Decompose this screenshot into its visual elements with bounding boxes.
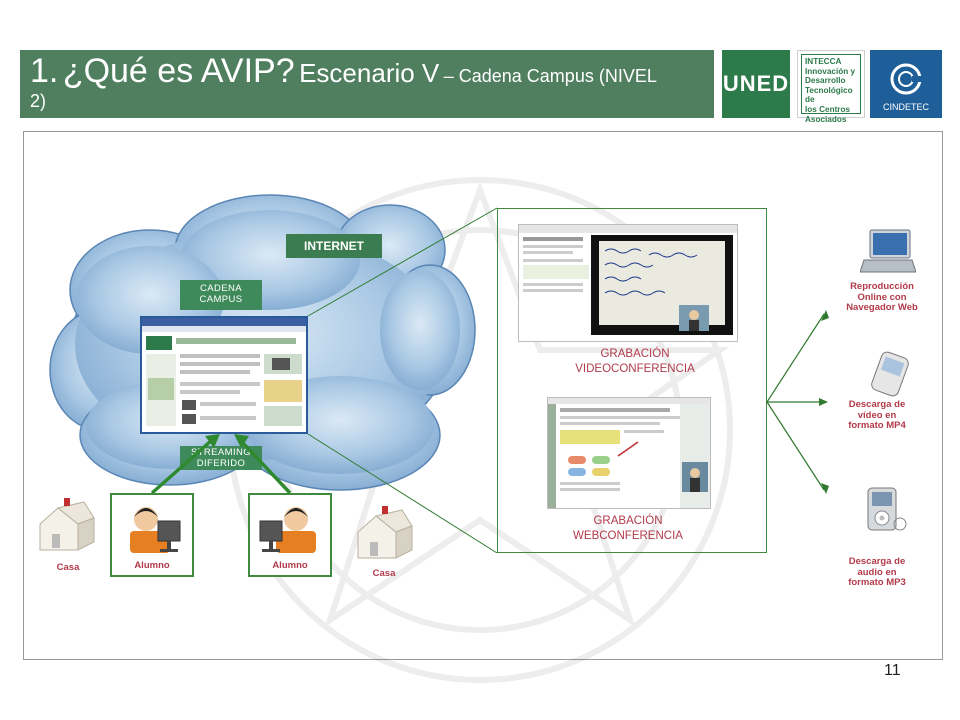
caption-line: Descarga de [848,399,906,410]
caption-line: Online con [857,291,907,303]
student-box [110,493,194,577]
output-mp3-caption: Descarga de audio en formato MP3 [832,556,922,589]
output-mp4-caption: Descarga de vídeo en formato MP4 [832,399,922,432]
internet-label: INTERNET [286,234,382,258]
house-label: Casa [372,568,396,579]
house-icon [357,506,413,559]
intecca-line: los Centros [805,104,851,114]
student-at-computer-icon [130,507,181,553]
title-scenario: Escenario V [299,58,440,88]
caption-line: formato MP3 [848,577,906,588]
house-label: Casa [56,562,80,573]
webconference-recording-thumbnail [547,397,711,509]
video-recording-icon [519,225,737,335]
page-number: 11 [884,662,901,679]
videoconference-recording-thumbnail [518,224,738,342]
cadena-campus-screenshot [140,316,308,434]
video-recording-caption: GRABACIÓN VIDEOCONFERENCIA [560,347,710,377]
student-at-computer-icon [259,507,316,553]
intecca-line: INTECCA [805,57,842,66]
cadena-campus-line: CAMPUS [199,294,243,305]
content-frame [23,131,943,660]
uned-logo: UNED [722,50,790,118]
intecca-line: Desarrollo [805,76,846,86]
streaming-line: STREAMING [190,447,252,458]
caption-line: VIDEOCONFERENCIA [575,363,695,375]
student-label: Alumno [134,560,170,571]
slide-title: 1. ¿Qué es AVIP? Escenario V – Cadena Ca… [30,52,710,112]
caption-line: Navegador Web [846,302,918,313]
intecca-line: Asociados [805,114,847,124]
mp3-player-icon [867,487,907,531]
caption-line: WEBCONFERENCIA [573,530,683,542]
cadena-campus-line: CADENA [200,283,242,294]
title-suffix-line2: 2) [30,91,47,112]
cadena-campus-label: CADENA CAMPUS [180,280,262,310]
caption-line: formato MP4 [848,420,906,431]
intecca-logo: INTECCA Innovación y Desarrollo Tecnológ… [797,50,865,124]
laptop-icon [860,229,916,273]
caption-line: Reproducción [850,281,914,292]
title-bar [20,50,714,118]
caption-line: vídeo en [857,409,897,421]
title-suffix-line1: – Cadena Campus (NIVEL [443,66,657,86]
uned-logo-text: UNED [722,71,790,96]
streaming-line: DIFERIDO [196,458,246,469]
title-main: ¿Qué es AVIP? [62,52,295,90]
cindetec-logo: CINDETEC [870,50,942,118]
intecca-line: Innovación y [805,66,856,76]
web-recording-caption: GRABACIÓN WEBCONFERENCIA [548,514,708,544]
output-online-caption: Reproducción Online con Navegador Web [832,281,932,314]
cindetec-mark-icon [890,63,922,95]
recordings-box [497,208,767,553]
student-box [248,493,332,577]
house-icon [39,498,95,551]
webpage-thumbnail-icon [142,318,306,426]
intecca-line: Tecnológico de [805,85,853,105]
student-label: Alumno [272,560,308,571]
caption-line: GRABACIÓN [593,515,663,527]
caption-line: Descarga de [848,556,906,567]
title-number: 1. [30,52,59,90]
web-recording-icon [548,398,710,508]
cindetec-logo-text: CINDETEC [882,102,929,112]
caption-line: GRABACIÓN [600,348,670,360]
mobile-phone-icon [871,351,909,397]
caption-line: audio en [857,566,897,578]
